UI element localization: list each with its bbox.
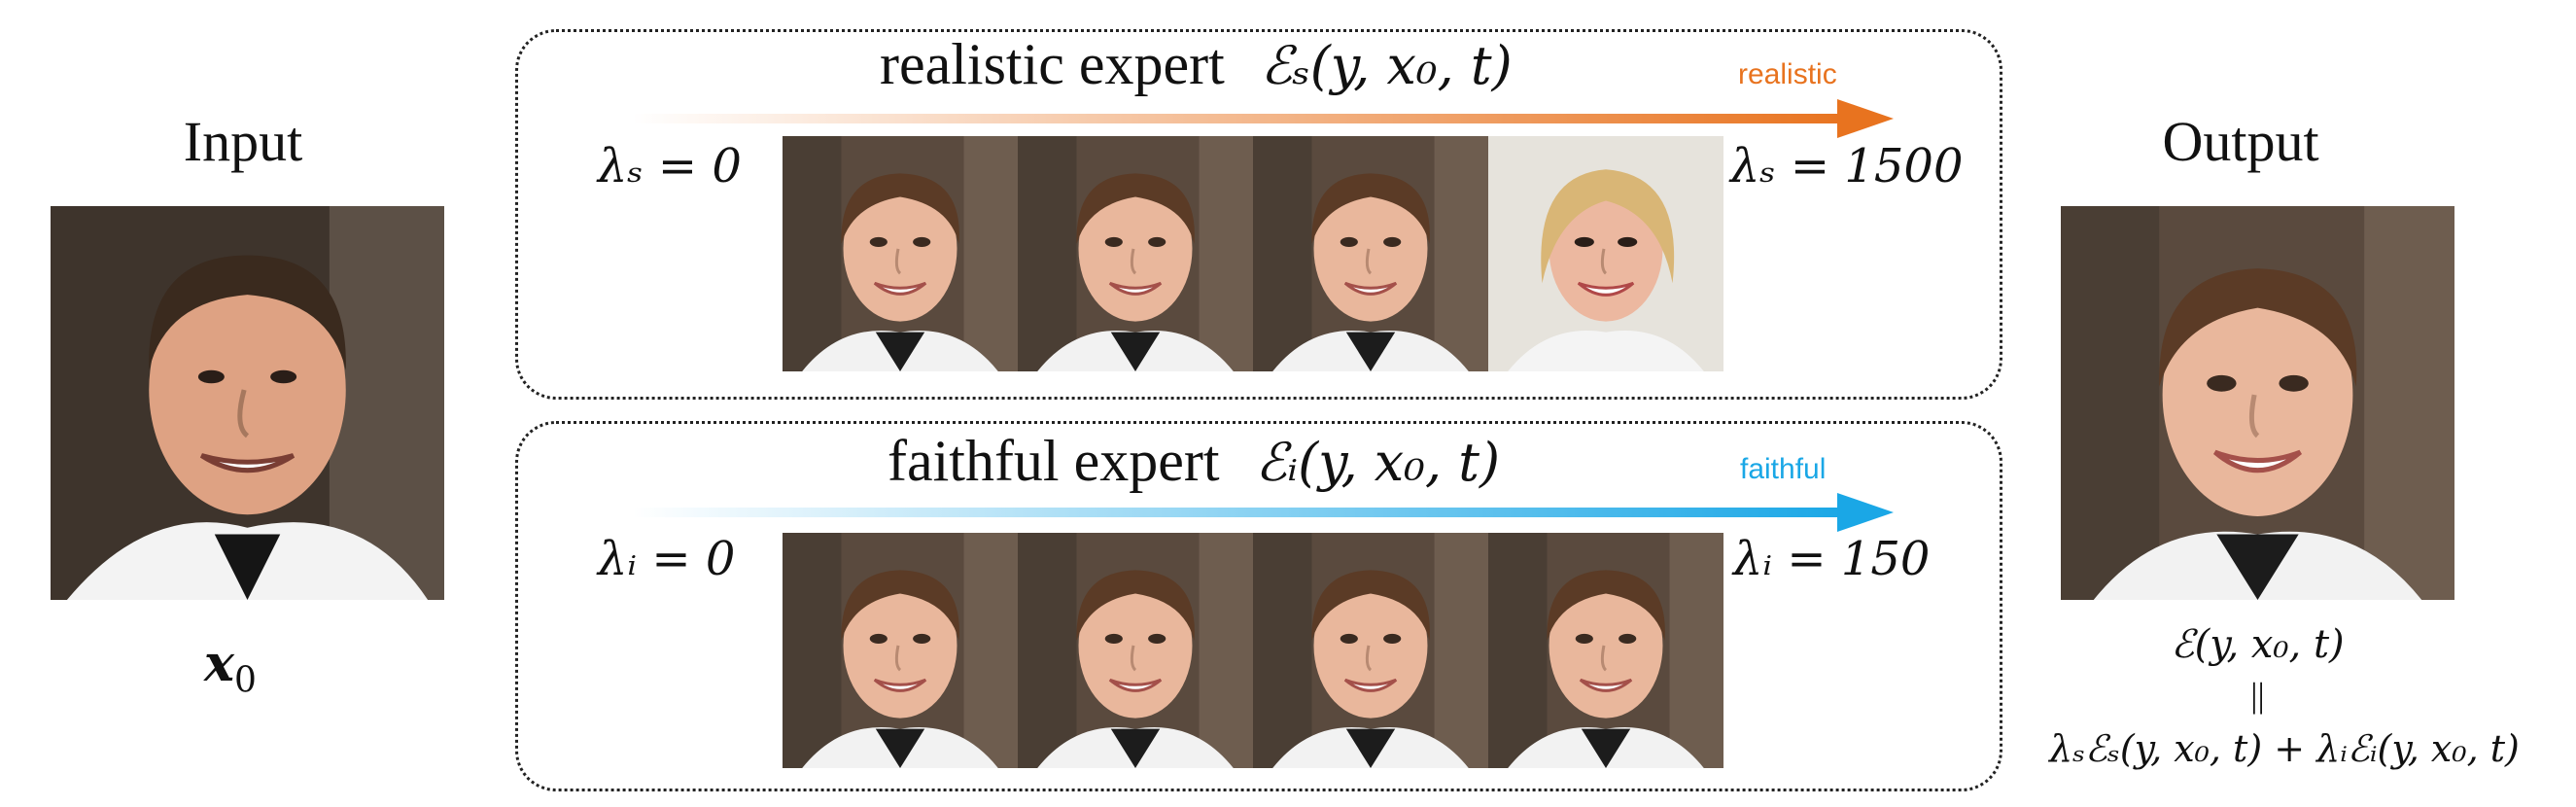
output-equals-sign: || <box>2250 676 2265 715</box>
faithful-face-4 <box>1488 533 1723 768</box>
realistic-expert-title: realistic expert ℰₛ(y, x₀, t) <box>880 31 1513 98</box>
faithful-arrow <box>632 493 1894 532</box>
input-symbol-subscript: 0 <box>234 660 257 701</box>
input-face-image <box>51 206 444 600</box>
realistic-face-4 <box>1488 136 1723 371</box>
input-symbol-main: x <box>204 634 235 693</box>
faithful-expert-label: faithful expert <box>888 429 1220 493</box>
realistic-face-2 <box>1018 136 1253 371</box>
faithful-face-2 <box>1018 533 1253 768</box>
input-symbol: x0 <box>204 634 257 700</box>
output-formula-bottom: λₛℰₛ(y, x₀, t) + λᵢℰᵢ(y, x₀, t) <box>2049 727 2520 770</box>
realistic-arrow <box>632 99 1894 138</box>
faithful-arrow-tag: faithful <box>1740 453 1827 485</box>
output-title: Output <box>2162 110 2319 173</box>
faithful-lambda-start: λᵢ = 0 <box>598 532 736 586</box>
input-title: Input <box>183 110 303 173</box>
output-face-image <box>2061 206 2454 600</box>
faithful-lambda-end: λᵢ = 150 <box>1733 532 1931 586</box>
faithful-face-1 <box>783 533 1018 768</box>
faithful-face-3 <box>1253 533 1488 768</box>
realistic-lambda-start: λₛ = 0 <box>598 139 742 193</box>
realistic-face-1 <box>783 136 1018 371</box>
realistic-arrow-tag: realistic <box>1738 58 1837 90</box>
faithful-expert-panel <box>515 421 2002 791</box>
output-formula-top: ℰ(y, x₀, t) <box>2171 622 2345 667</box>
realistic-lambda-end: λₛ = 1500 <box>1730 139 1964 193</box>
realistic-face-3 <box>1253 136 1488 371</box>
realistic-expert-formula: ℰₛ(y, x₀, t) <box>1260 35 1513 96</box>
faithful-expert-formula: ℰᵢ(y, x₀, t) <box>1255 432 1501 493</box>
faithful-expert-title: faithful expert ℰᵢ(y, x₀, t) <box>888 428 1500 495</box>
realistic-expert-panel <box>515 29 2002 400</box>
realistic-expert-label: realistic expert <box>880 32 1225 96</box>
